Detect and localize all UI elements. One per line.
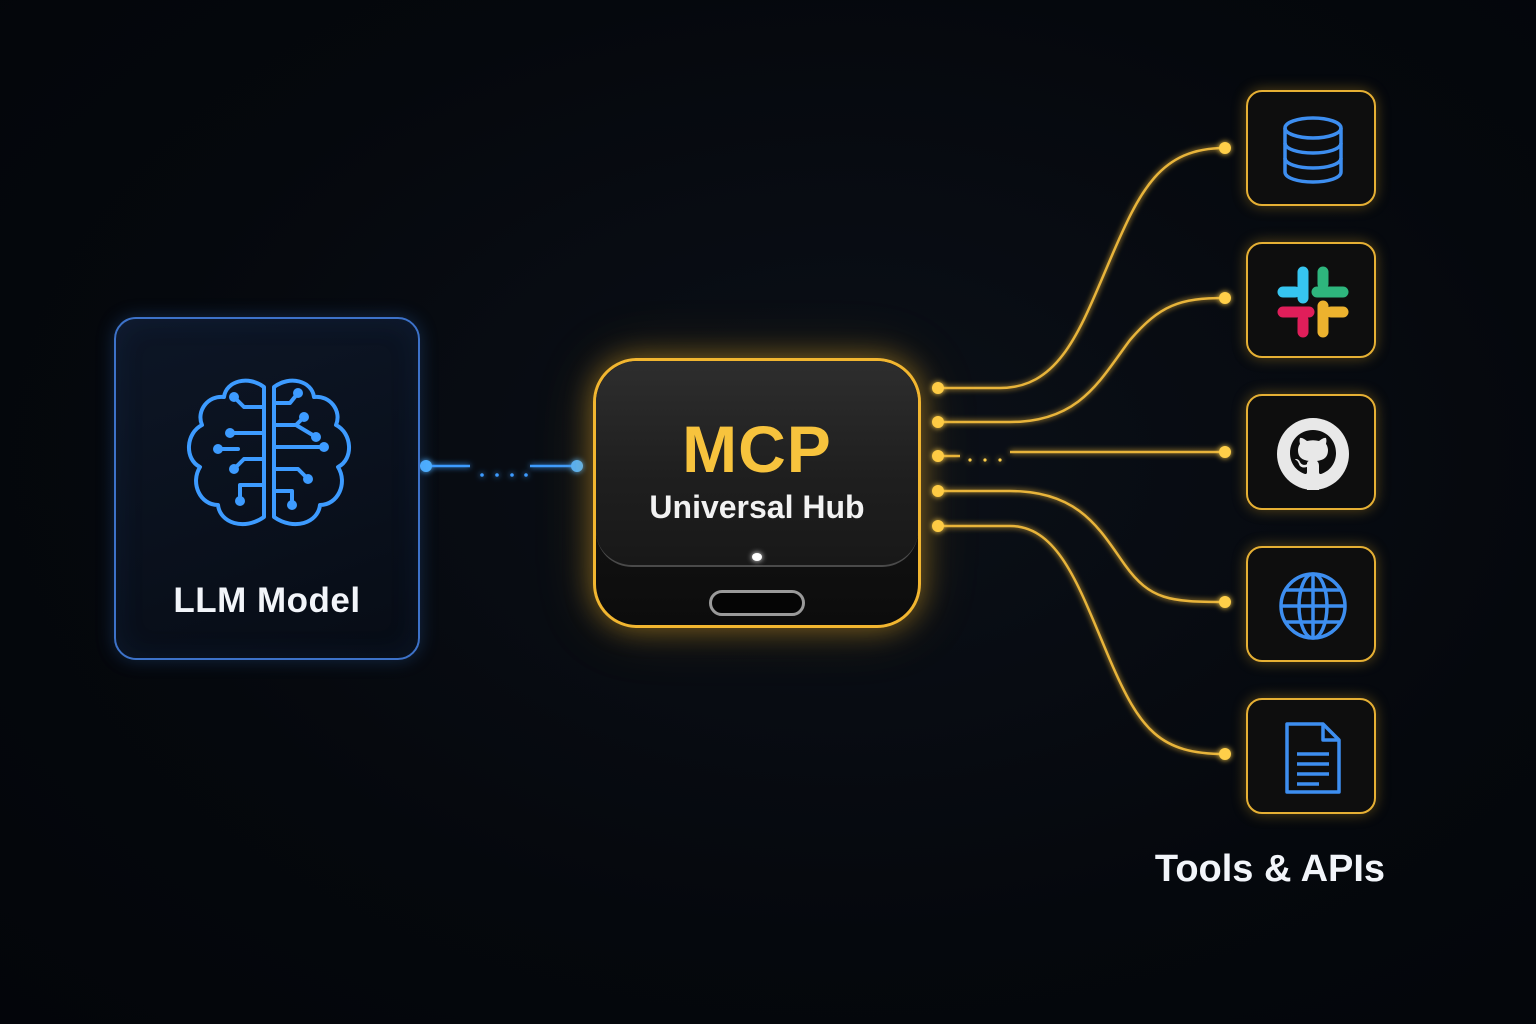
- tool-globe: [1246, 546, 1376, 662]
- tool-database: [1246, 90, 1376, 206]
- tool-slack: [1246, 242, 1376, 358]
- database-icon: [1283, 116, 1343, 184]
- wire-slack: [938, 296, 1226, 424]
- tool-github: [1246, 394, 1376, 510]
- hub-top-face: MCP Universal Hub: [596, 361, 918, 567]
- mcp-hub-device: MCP Universal Hub: [593, 358, 921, 628]
- document-icon: [1285, 722, 1341, 794]
- wire-globe: [938, 489, 1226, 604]
- hub-status-led: [752, 553, 762, 561]
- wire-document: [938, 524, 1226, 756]
- usb-c-port: [709, 590, 805, 616]
- llm-hub-link: [420, 460, 583, 477]
- hub-subtitle: Universal Hub: [649, 489, 865, 525]
- brain-circuit-icon: [187, 378, 351, 527]
- tool-document: [1246, 698, 1376, 814]
- github-icon: [1277, 418, 1349, 490]
- slack-icon: [1277, 266, 1349, 338]
- hub-title: MCP: [682, 412, 832, 486]
- tools-apis-label: Tools & APIs: [1154, 848, 1386, 890]
- llm-model-label: LLM Model: [173, 581, 361, 620]
- globe-icon: [1279, 572, 1347, 640]
- hub-tool-links: [938, 146, 1226, 756]
- wire-dots: [932, 142, 1231, 760]
- wire-database: [938, 146, 1226, 390]
- llm-model-card: LLM Model: [114, 317, 420, 660]
- wire-github: [938, 450, 1225, 458]
